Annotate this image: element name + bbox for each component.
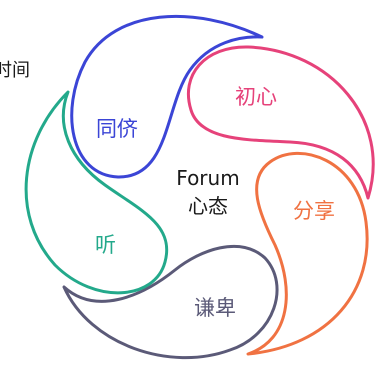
petal-qianbei — [62, 244, 279, 359]
center-subtitle: 心态 — [188, 194, 228, 218]
label-chuxin: 初心 — [235, 85, 277, 109]
center-title: Forum — [176, 166, 239, 190]
label-tongqiao: 同侪 — [96, 117, 138, 141]
label-qianbei: 谦卑 — [194, 296, 236, 320]
label-ting: 听 — [95, 233, 116, 257]
corner-label: 时间 — [0, 60, 30, 81]
petal-ting — [24, 90, 169, 295]
petal-chuxin — [186, 45, 375, 200]
label-fenxiang: 分享 — [293, 199, 335, 223]
petal-fenxiang — [246, 151, 369, 356]
petal-tongqiao — [70, 14, 264, 179]
